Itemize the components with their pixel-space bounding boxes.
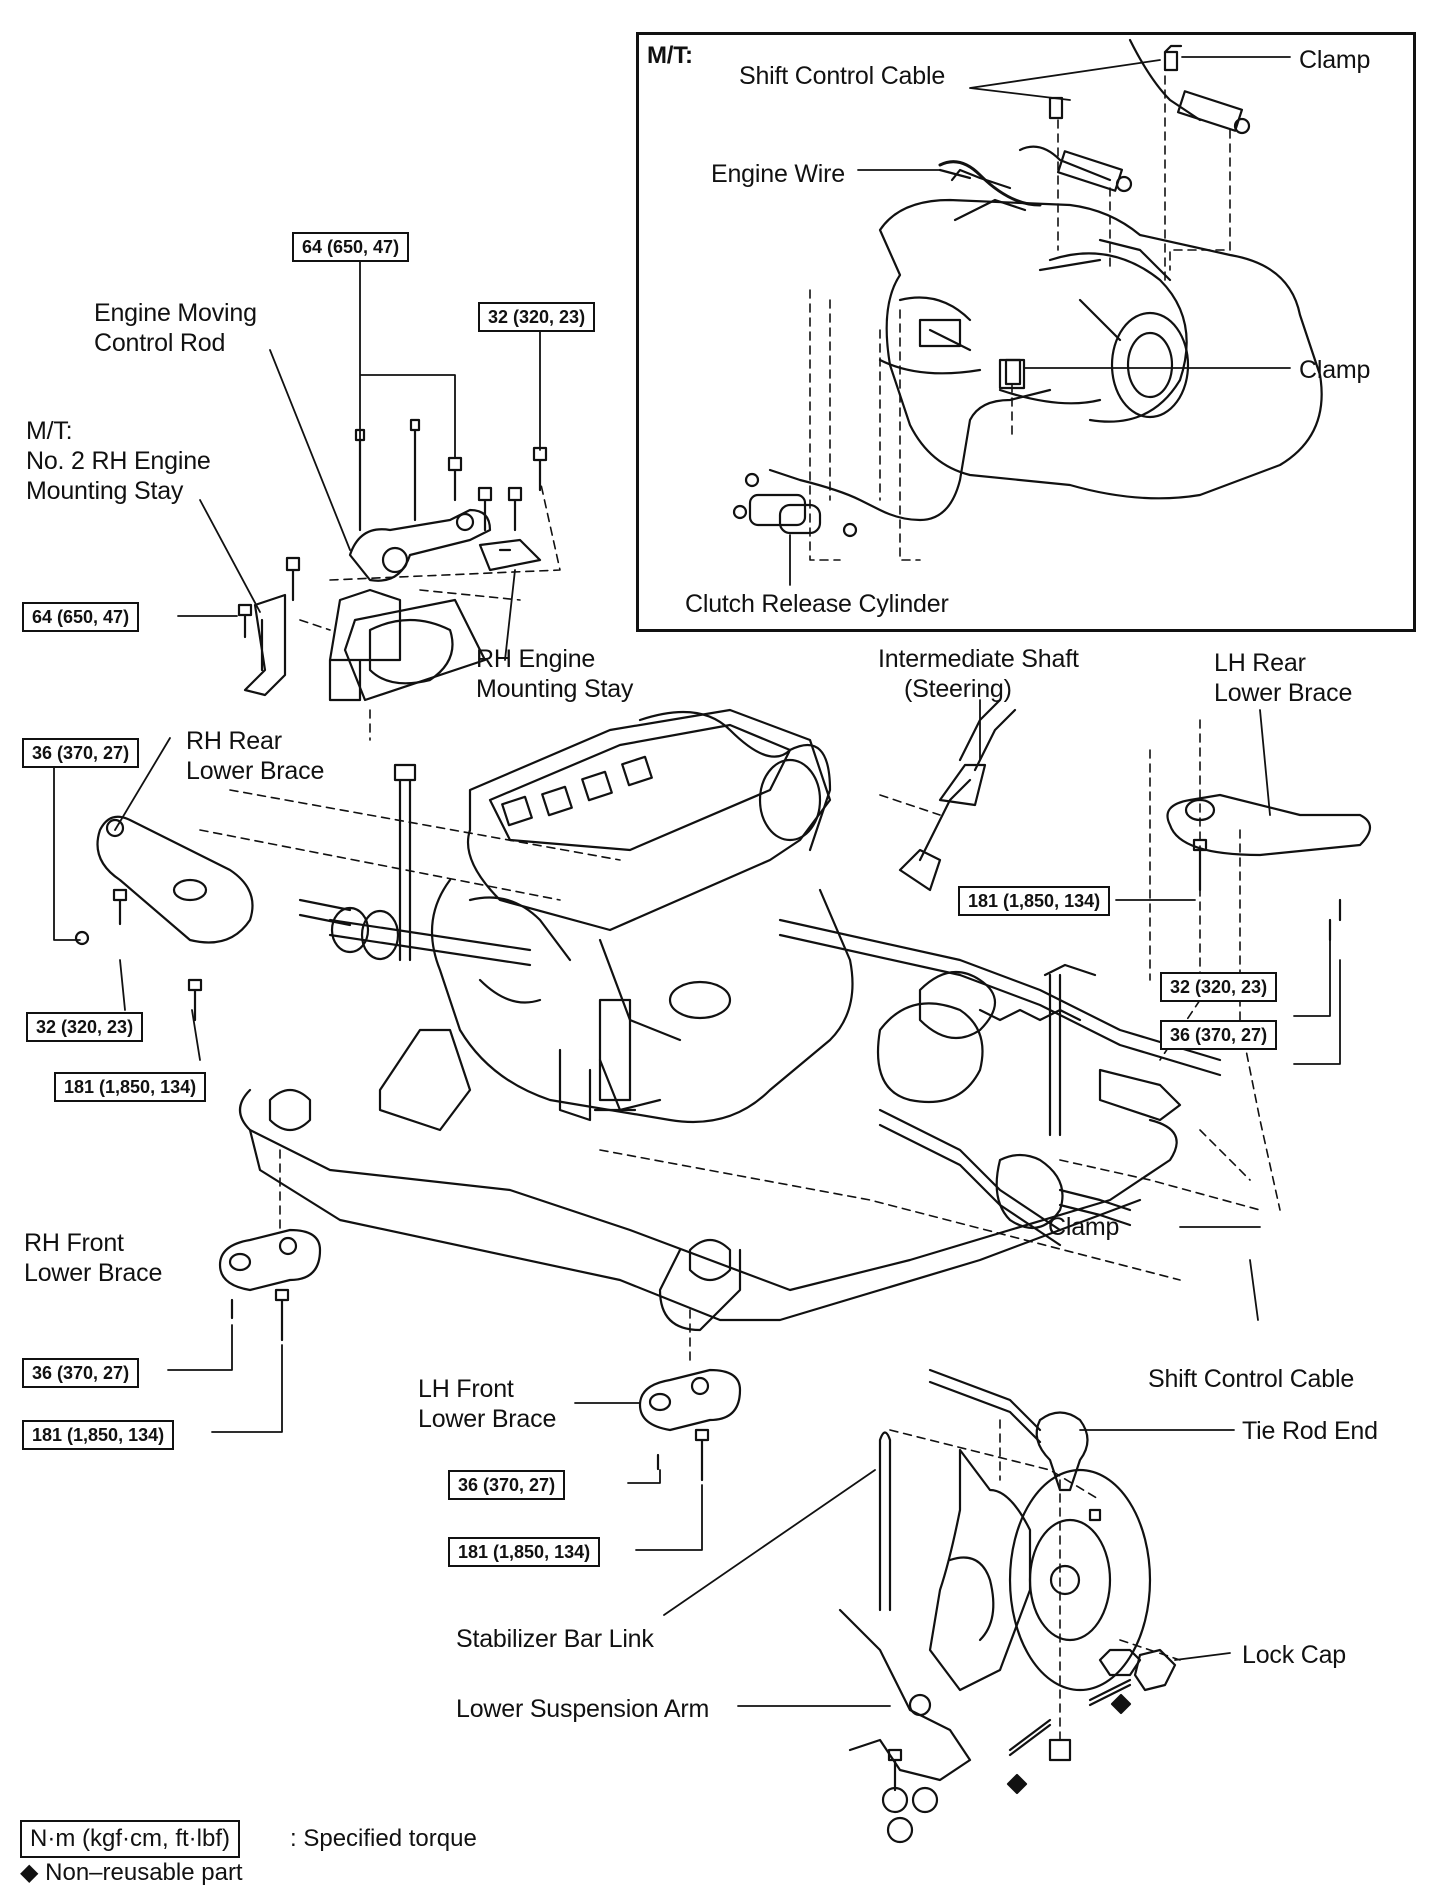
legend-torque-unit-box: N·m (kgf·cm, ft·lbf) xyxy=(20,1820,240,1858)
legend-nonreusable-text: Non–reusable part xyxy=(45,1859,243,1886)
inset-transmission-art xyxy=(732,38,1323,586)
label-lock-cap: Lock Cap xyxy=(1242,1641,1347,1669)
label-stabilizer-bar-link: Stabilizer Bar Link xyxy=(456,1625,654,1653)
label-clutch-release-cylinder: Clutch Release Cylinder xyxy=(685,590,949,618)
label-engine-moving-control-rod-2: Control Rod xyxy=(94,329,226,357)
label-shift-control-cable-lower: Shift Control Cable xyxy=(1148,1365,1355,1393)
lower-braces-art xyxy=(74,793,1372,1551)
label-lh-front-lower-brace-2: Lower Brace xyxy=(418,1405,557,1433)
torque-box: 32 (320, 23) xyxy=(26,1012,144,1042)
label-rh-engine-mounting-stay-2: Mounting Stay xyxy=(476,675,634,703)
label-lh-rear-lower-brace-1: LH Rear xyxy=(1214,649,1306,677)
torque-box: 32 (320, 23) xyxy=(478,302,596,332)
engine-assembly-art xyxy=(53,698,1341,1361)
torque-box: 36 (370, 27) xyxy=(22,738,140,768)
torque-box: 36 (370, 27) xyxy=(1160,1020,1278,1050)
torque-box: 181 (1,850, 134) xyxy=(22,1420,175,1450)
label-mt-no2-3: Mounting Stay xyxy=(26,477,184,505)
label-engine-wire: Engine Wire xyxy=(711,160,845,188)
label-mt-no2-1: M/T: xyxy=(26,417,73,445)
steering-knuckle-art xyxy=(663,1368,1235,1844)
torque-box: 32 (320, 23) xyxy=(1160,972,1278,1002)
label-lower-suspension-arm: Lower Suspension Arm xyxy=(456,1695,710,1723)
label-engine-moving-control-rod-1: Engine Moving xyxy=(94,299,257,327)
torque-box: 36 (370, 27) xyxy=(22,1358,140,1388)
label-rh-front-lower-brace-1: RH Front xyxy=(24,1229,124,1257)
label-intermediate-shaft-1: Intermediate Shaft xyxy=(878,645,1079,673)
torque-box: 36 (370, 27) xyxy=(448,1470,566,1500)
label-lh-front-lower-brace-1: LH Front xyxy=(418,1375,514,1403)
label-tie-rod-end: Tie Rod End xyxy=(1242,1417,1378,1445)
diamond-icon: ◆ xyxy=(20,1859,39,1886)
torque-box: 64 (650, 47) xyxy=(292,232,410,262)
label-rh-rear-lower-brace-2: Lower Brace xyxy=(186,757,325,785)
label-clamp-inset-top: Clamp xyxy=(1299,46,1371,74)
inset-heading: M/T: xyxy=(647,42,693,69)
manual-transmission-inset: M/T: Shift Control Cable Clamp Engine Wi… xyxy=(636,32,1416,632)
label-lh-rear-lower-brace-2: Lower Brace xyxy=(1214,679,1353,707)
label-rh-front-lower-brace-2: Lower Brace xyxy=(24,1259,163,1287)
legend-nonreusable: ◆ Non–reusable part xyxy=(20,1856,243,1890)
label-clamp-lower: Clamp xyxy=(1048,1213,1120,1241)
label-shift-control-cable-inset: Shift Control Cable xyxy=(739,62,946,90)
legend-torque-text: : Specified torque xyxy=(290,1825,477,1852)
torque-box: 181 (1,850, 134) xyxy=(448,1537,601,1567)
label-mt-no2-2: No. 2 RH Engine xyxy=(26,447,211,475)
mounting-stays-art xyxy=(177,245,561,741)
label-rh-rear-lower-brace-1: RH Rear xyxy=(186,727,282,755)
torque-box: 181 (1,850, 134) xyxy=(958,886,1111,916)
label-rh-engine-mounting-stay-1: RH Engine xyxy=(476,645,596,673)
label-clamp-inset-mid: Clamp xyxy=(1299,356,1371,384)
label-intermediate-shaft-2: (Steering) xyxy=(904,675,1012,703)
torque-box: 181 (1,850, 134) xyxy=(54,1072,207,1102)
torque-box: 64 (650, 47) xyxy=(22,602,140,632)
